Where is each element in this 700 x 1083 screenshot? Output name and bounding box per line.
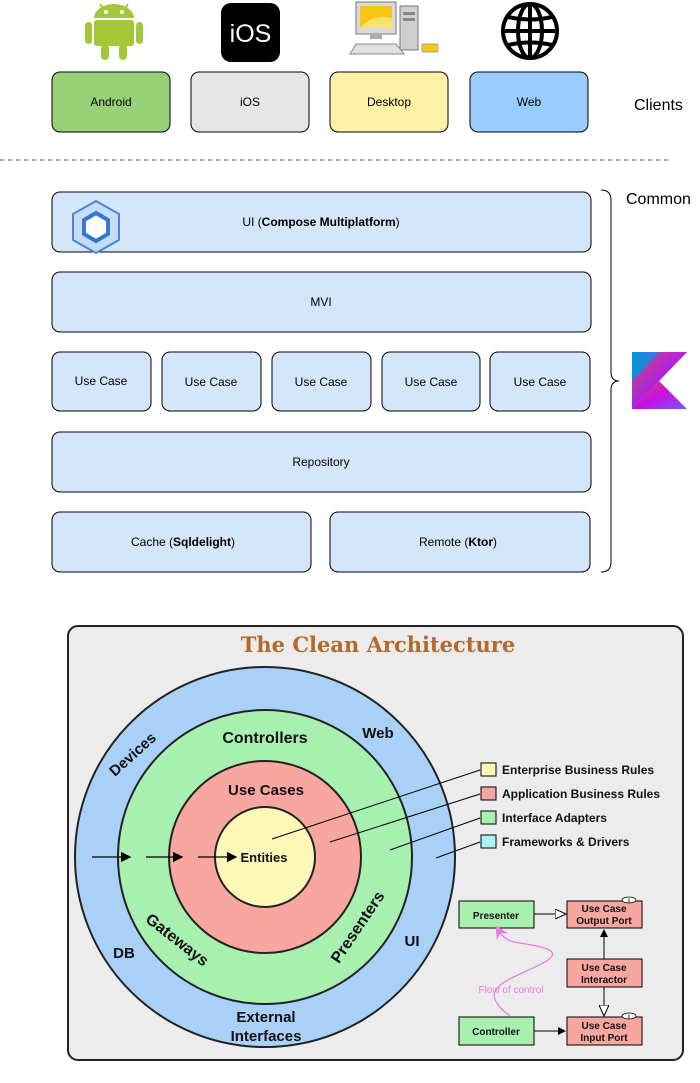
kotlin-icon — [632, 352, 687, 409]
output-port-box — [566, 900, 643, 929]
svg-text:Input Port: Input Port — [580, 1033, 628, 1044]
svg-text:Enterprise Business Rules: Enterprise Business Rules — [502, 763, 654, 777]
use-case-label-2: Use Case — [185, 375, 238, 389]
ios-logo-text: iOS — [230, 20, 272, 48]
svg-text:Presenter: Presenter — [473, 911, 519, 922]
presenter-box — [458, 900, 535, 929]
use-case-label-4: Use Case — [405, 375, 458, 389]
ios-icon: iOS — [221, 3, 280, 62]
desktop-computer-icon — [349, 1, 439, 55]
client-label-ios: iOS — [240, 95, 260, 109]
label-entities: Entities — [241, 850, 288, 865]
label-external: External — [236, 1009, 295, 1026]
clean-architecture-rings — [74, 666, 456, 1048]
use-case-box-2: Use Case — [161, 351, 262, 412]
svg-text:Use Case: Use Case — [581, 904, 626, 915]
legend-item-adapters: Interface Adapters — [480, 810, 607, 825]
legend-item-frameworks: Frameworks & Drivers — [480, 834, 630, 849]
label-ui: UI — [405, 933, 420, 950]
remote-layer-box: Remote (Ktor) — [329, 511, 591, 573]
use-case-label-1: Use Case — [75, 374, 128, 388]
svg-text:I: I — [628, 899, 630, 905]
common-brace — [600, 189, 620, 573]
clean-architecture-title: The Clean Architecture — [241, 632, 515, 657]
output-port-interface-marker — [621, 896, 637, 904]
svg-text:I: I — [628, 1015, 630, 1021]
use-case-box-4: Use Case — [381, 351, 481, 412]
flow-of-control-diagram: Presenter Use Case Output Port I Use Cas… — [458, 896, 643, 1046]
mvi-layer-box: MVI — [51, 271, 592, 333]
globe-icon — [501, 2, 559, 60]
input-port-box — [566, 1016, 643, 1046]
ui-layer-box: UI (Compose Multiplatform) — [51, 191, 592, 253]
use-case-label-5: Use Case — [514, 375, 567, 389]
svg-text:Output Port: Output Port — [576, 916, 632, 927]
remote-label: Remote (Ktor) — [419, 535, 497, 549]
client-box-android: Android — [51, 71, 171, 133]
legend-item-enterprise: Enterprise Business Rules — [480, 762, 654, 777]
repository-layer-box: Repository — [51, 431, 592, 493]
repository-label: Repository — [292, 455, 349, 469]
flow-of-control-label: Flow of control — [478, 985, 543, 996]
client-box-ios: iOS — [190, 71, 310, 133]
svg-text:Controller: Controller — [472, 1027, 520, 1038]
cache-layer-box: Cache (Sqldelight) — [51, 511, 312, 573]
client-box-desktop: Desktop — [329, 71, 449, 133]
clients-label: Clients — [634, 97, 683, 114]
common-label: Common — [626, 191, 691, 208]
compose-multiplatform-icon — [72, 199, 120, 255]
svg-text:Use Case: Use Case — [581, 963, 626, 974]
svg-text:Interface Adapters: Interface Adapters — [502, 811, 607, 825]
ui-layer-label: UI (Compose Multiplatform) — [242, 215, 399, 229]
legend: Enterprise Business Rules Application Bu… — [480, 762, 660, 849]
client-label-desktop: Desktop — [367, 95, 411, 109]
use-case-box-5: Use Case — [489, 351, 591, 412]
use-case-box-1: Use Case — [51, 351, 152, 412]
label-db: DB — [113, 945, 135, 962]
mvi-layer-label: MVI — [310, 295, 331, 309]
android-icon — [85, 3, 143, 60]
label-interfaces: Interfaces — [231, 1028, 302, 1045]
label-controllers: Controllers — [222, 730, 307, 747]
use-case-label-3: Use Case — [295, 375, 348, 389]
input-port-interface-marker — [621, 1012, 637, 1020]
label-web: Web — [362, 725, 393, 742]
flow-of-control-arrow — [493, 925, 554, 1017]
legend-pointer-lines — [271, 769, 481, 859]
use-case-box-3: Use Case — [271, 351, 372, 412]
interactor-box — [566, 958, 643, 988]
legend-item-application: Application Business Rules — [480, 786, 660, 801]
svg-text:Use Case: Use Case — [581, 1021, 626, 1032]
svg-text:Application Business Rules: Application Business Rules — [502, 787, 660, 801]
client-label-android: Android — [90, 95, 131, 109]
controller-box — [458, 1016, 535, 1046]
svg-text:Frameworks & Drivers: Frameworks & Drivers — [502, 835, 630, 849]
svg-text:Interactor: Interactor — [581, 975, 627, 986]
cache-label: Cache (Sqldelight) — [131, 535, 235, 549]
label-use-cases: Use Cases — [228, 782, 304, 799]
client-label-web: Web — [517, 95, 542, 109]
client-box-web: Web — [469, 71, 589, 133]
